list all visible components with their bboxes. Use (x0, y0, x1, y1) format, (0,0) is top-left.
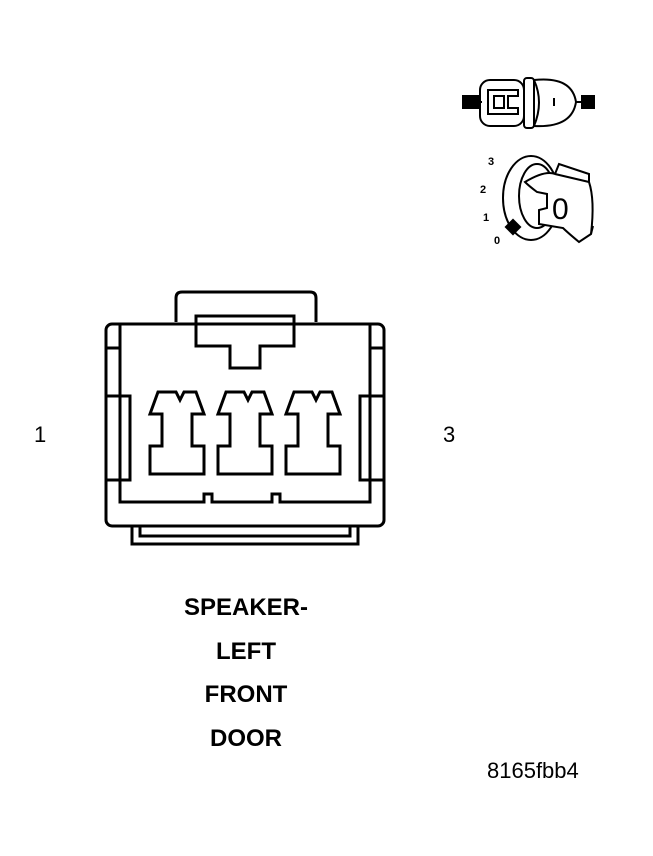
pin-label-right: 3 (443, 422, 456, 447)
ignition-key-icon (502, 155, 594, 244)
connector-face-icon (104, 290, 386, 546)
key-position-label: 1 (483, 212, 490, 224)
key-position-label: 0 (494, 235, 501, 247)
key-glyph: 0 (552, 193, 569, 226)
connector-title-line: LEFT (216, 638, 276, 665)
connector-title-line: FRONT (204, 681, 288, 708)
key-position-label: 3 (488, 156, 495, 168)
connector-plug-icon (462, 77, 595, 129)
key-position-label: 2 (480, 184, 487, 196)
figure-id: 8165fbb4 (487, 758, 579, 783)
connector-title-line: DOOR (210, 725, 282, 752)
connector-title-line: SPEAKER- (183, 594, 309, 621)
pin-label-left: 1 (34, 422, 47, 447)
